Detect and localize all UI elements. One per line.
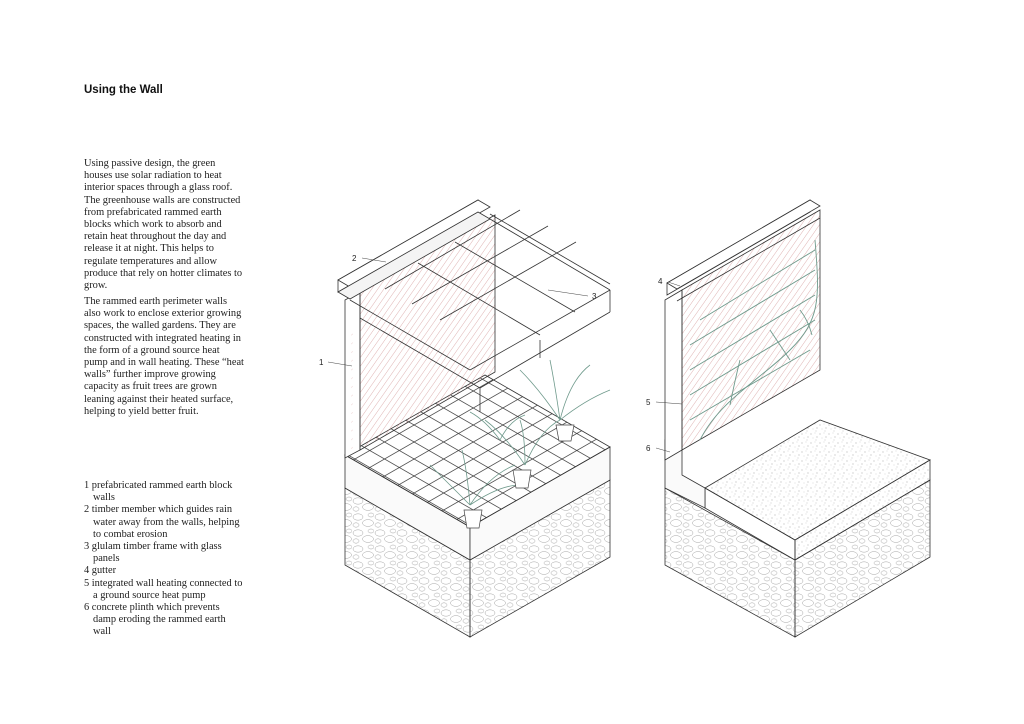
heat-wall-axonometric	[664, 199, 931, 638]
callout-2: 2	[352, 254, 357, 263]
callout-1: 1	[319, 358, 324, 367]
callout-leaders	[327, 257, 683, 453]
callout-5: 5	[646, 398, 651, 407]
potted-plants	[429, 359, 611, 506]
wall-end-face	[664, 289, 683, 461]
gutter-top	[666, 199, 821, 290]
callout-3: 3	[592, 292, 597, 301]
heated-rammed-earth-wall	[681, 209, 821, 451]
intro-paragraph: Using passive design, the green houses u…	[84, 158, 243, 292]
garden-ground	[704, 419, 931, 541]
greenhouse-axonometric	[337, 199, 611, 638]
callout-4: 4	[658, 277, 663, 286]
legend-item-4: 4 gutter	[84, 565, 117, 577]
legend-item-2: 2 timber member which guides rain water …	[84, 504, 240, 540]
timber-rain-member-top	[337, 199, 491, 288]
page-title: Using the Wall	[84, 84, 163, 96]
legend: 1 prefabricated rammed earth block walls…	[84, 480, 244, 639]
walls-paragraph: The rammed earth perimeter walls also wo…	[84, 296, 244, 417]
espalier-fruit-tree	[689, 239, 818, 441]
wall-end-face	[344, 291, 361, 459]
legend-item-1: 1 prefabricated rammed earth block walls	[84, 480, 233, 504]
plant-pots	[463, 424, 575, 529]
legend-item-6: 6 concrete plinth which prevents damp er…	[84, 602, 226, 638]
legend-item-3: 3 glulam timber frame with glass panels	[84, 541, 222, 565]
callout-6: 6	[646, 444, 651, 453]
legend-item-5: 5 integrated wall heating connected to a…	[84, 577, 243, 601]
